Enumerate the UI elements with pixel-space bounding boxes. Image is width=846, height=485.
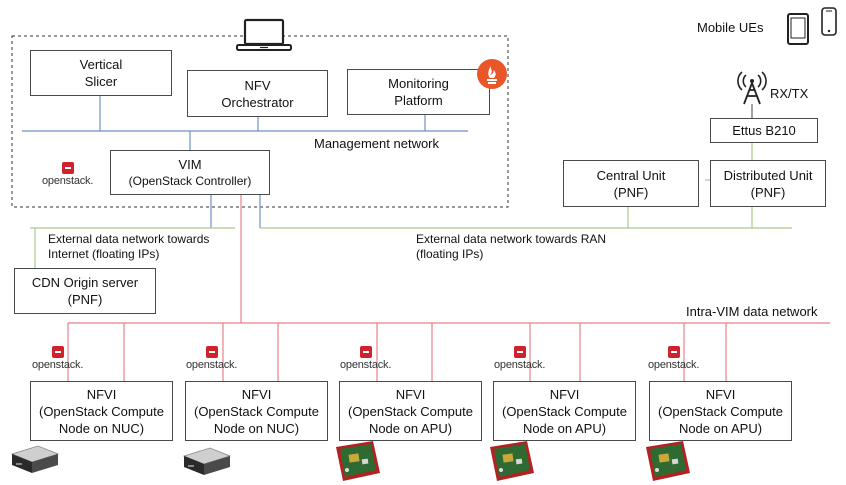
nuc-hardware-icon [10, 445, 60, 473]
nuc-hardware-icon [182, 447, 232, 475]
nfvi-3-line2: Node on APU) [368, 420, 453, 436]
openstack-logo-icon [359, 346, 372, 358]
nfvi-5-line1: (OpenStack Compute [657, 403, 783, 419]
openstack-logo-icon [205, 346, 218, 358]
external-internet-line2: Internet (floating IPs) [48, 247, 160, 261]
nfvi-5-title: NFVI [705, 386, 736, 402]
openstack-logo-text: openstack. [186, 359, 238, 371]
external-ran-network-label: External data network towards RAN (float… [416, 232, 606, 262]
external-internet-line1: External data network towards [48, 232, 210, 246]
ettus-b210-box: Ettus B210 [710, 118, 818, 143]
nfv-orchestrator-box: NFV Orchestrator [187, 70, 328, 117]
ettus-b210-label: Ettus B210 [732, 123, 796, 138]
nfvi-5-openstack-logo: openstack. [648, 346, 699, 371]
nfvi-4-title: NFVI [549, 386, 580, 402]
apu-hardware-icon [490, 441, 534, 481]
vim-openstack-logo: openstack. [42, 162, 93, 187]
central-unit-line2: (PNF) [613, 184, 649, 200]
monitoring-platform-box: Monitoring Platform [347, 69, 490, 115]
tablet-icon [787, 13, 809, 45]
openstack-logo-icon [513, 346, 526, 358]
nfvi-node-2: NFVI (OpenStack Compute Node on NUC) [185, 381, 328, 441]
nfvi-node-1: NFVI (OpenStack Compute Node on NUC) [30, 381, 173, 441]
nfvi-2-title: NFVI [241, 386, 272, 402]
openstack-logo-icon [61, 162, 74, 174]
distributed-unit-line1: Distributed Unit [723, 167, 813, 183]
cdn-origin-line1: CDN Origin server [31, 275, 139, 290]
vertical-slicer-line2: Slicer [84, 74, 118, 89]
nfv-orchestrator-line1: NFV [244, 77, 271, 93]
antenna-icon [737, 71, 767, 105]
rxtx-label: RX/TX [770, 86, 809, 101]
laptop-icon [236, 18, 292, 51]
nfvi-1-openstack-logo: openstack. [32, 346, 83, 371]
nfvi-4-line1: (OpenStack Compute [501, 403, 627, 419]
openstack-logo-text: openstack. [340, 359, 392, 371]
nfvi-3-openstack-logo: openstack. [340, 346, 391, 371]
nfvi-5-line2: Node on APU) [678, 420, 763, 436]
nfvi-1-line2: Node on NUC) [58, 420, 145, 436]
nfvi-4-openstack-logo: openstack. [494, 346, 545, 371]
apu-hardware-icon [646, 441, 690, 481]
nfvi-2-openstack-logo: openstack. [186, 346, 237, 371]
distributed-unit-box: Distributed Unit (PNF) [710, 160, 826, 207]
nfvi-node-4: NFVI (OpenStack Compute Node on APU) [493, 381, 636, 441]
mobile-ues-label: Mobile UEs [697, 20, 764, 35]
openstack-logo-text: openstack. [648, 359, 700, 371]
nfv-orchestrator-line2: Orchestrator [221, 94, 294, 110]
cdn-origin-line2: (PNF) [67, 292, 103, 307]
vim-box: VIM (OpenStack Controller) [110, 150, 270, 195]
monitoring-platform-line1: Monitoring [388, 76, 449, 91]
openstack-logo-text: openstack. [494, 359, 546, 371]
nfvi-2-line2: Node on NUC) [213, 420, 300, 436]
nfvi-1-title: NFVI [86, 386, 117, 402]
vim-title: VIM [178, 156, 202, 172]
management-network-label: Management network [314, 136, 440, 151]
nfvi-4-line2: Node on APU) [522, 420, 607, 436]
smartphone-icon [821, 7, 837, 36]
vertical-slicer-line1: Vertical [79, 57, 123, 72]
monitoring-platform-line2: Platform [394, 93, 443, 108]
vim-subtitle: (OpenStack Controller) [128, 173, 252, 188]
external-ran-line2: (floating IPs) [416, 247, 484, 261]
central-unit-box: Central Unit (PNF) [563, 160, 699, 207]
openstack-logo-text: openstack. [32, 359, 84, 371]
nfvi-3-line1: (OpenStack Compute [347, 403, 473, 419]
monitoring-logo-icon [477, 59, 507, 89]
external-internet-network-label: External data network towards Internet (… [48, 232, 209, 262]
nfvi-node-3: NFVI (OpenStack Compute Node on APU) [339, 381, 482, 441]
openstack-logo-text: openstack. [42, 175, 94, 187]
central-unit-line1: Central Unit [596, 167, 666, 183]
nfvi-node-5: NFVI (OpenStack Compute Node on APU) [649, 381, 792, 441]
openstack-logo-icon [667, 346, 680, 358]
distributed-unit-line2: (PNF) [750, 184, 786, 200]
cdn-origin-server-box: CDN Origin server (PNF) [14, 268, 156, 314]
intra-vim-network-line [67, 195, 830, 381]
apu-hardware-icon [336, 441, 380, 481]
nfvi-1-line1: (OpenStack Compute [38, 403, 164, 419]
nfvi-3-title: NFVI [395, 386, 426, 402]
vertical-slicer-box: Vertical Slicer [30, 50, 172, 96]
intra-vim-network-label: Intra-VIM data network [686, 304, 818, 319]
openstack-logo-icon [51, 346, 64, 358]
external-ran-line1: External data network towards RAN [416, 232, 607, 246]
management-network-line [22, 95, 468, 228]
nfvi-2-line1: (OpenStack Compute [193, 403, 319, 419]
